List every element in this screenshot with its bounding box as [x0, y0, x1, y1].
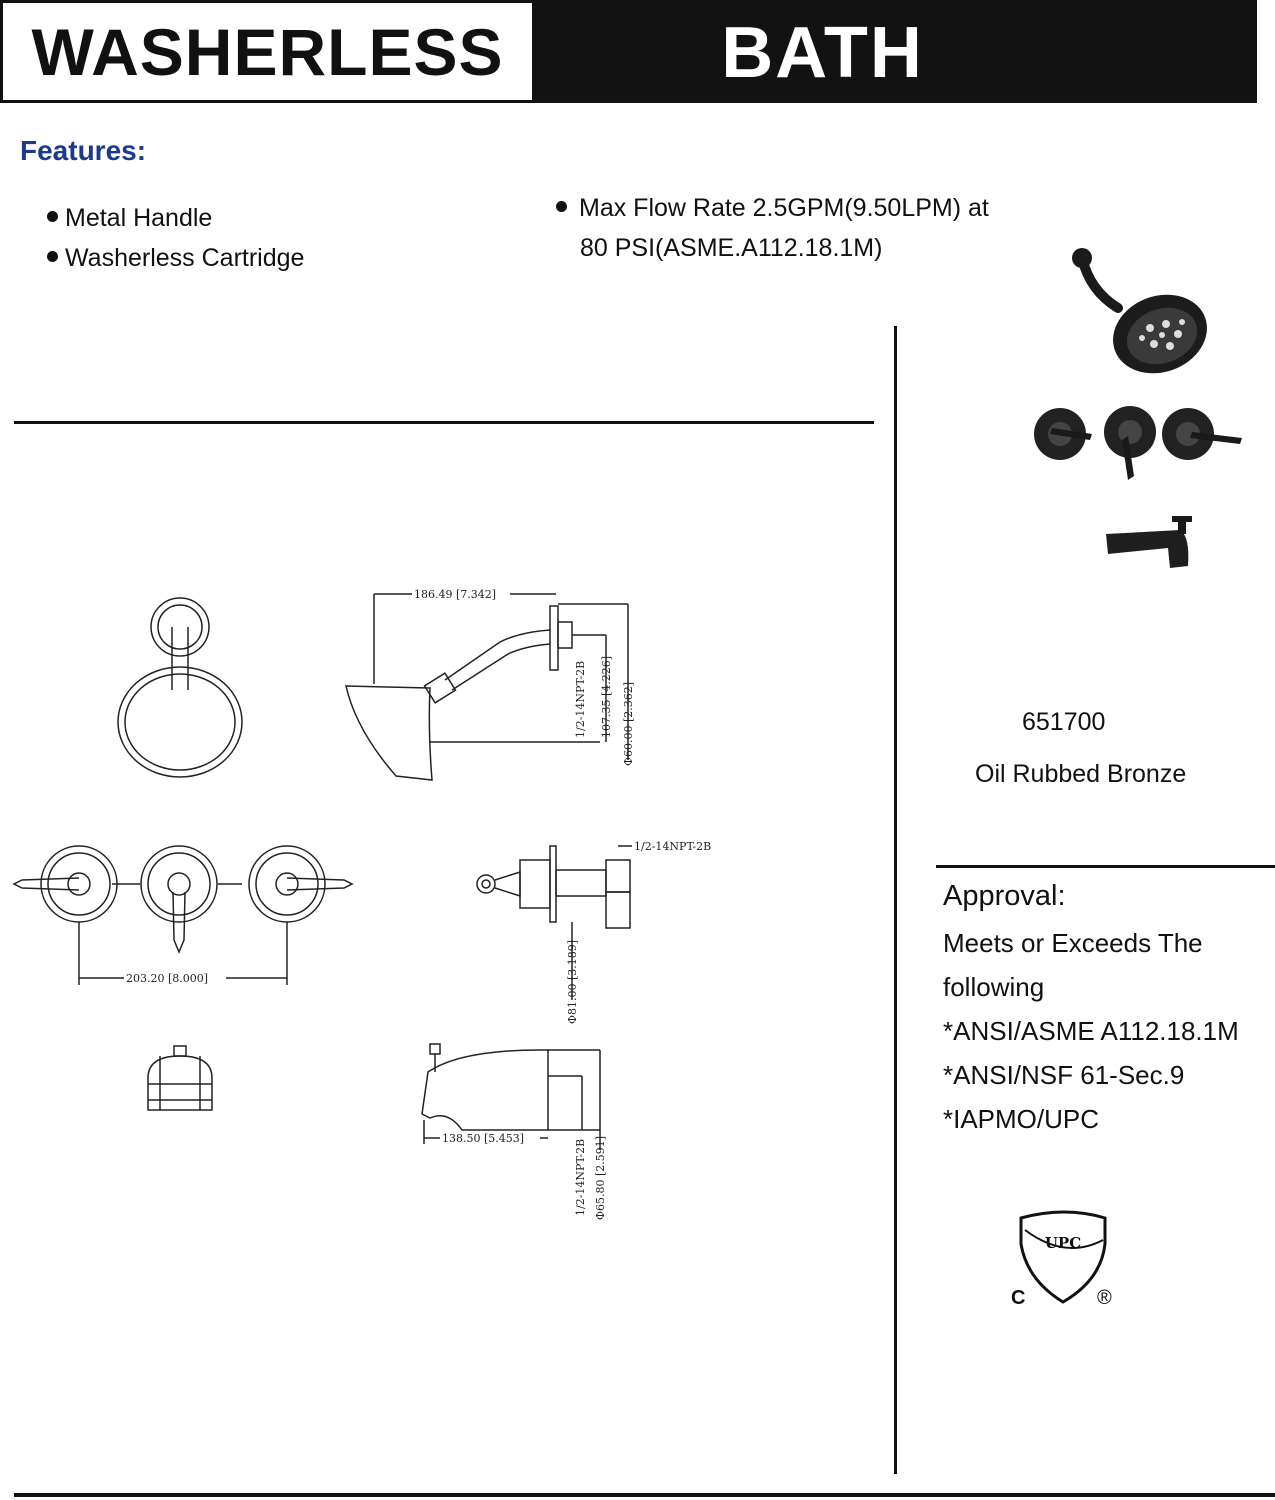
finish-name: Oil Rubbed Bronze	[975, 760, 1187, 788]
valve-front-view	[12, 845, 354, 985]
approval-line: *ANSI/ASME A112.18.1M	[943, 1016, 1239, 1046]
technical-drawing: 186.49 [7.342] 1/2-14NPT-2B 107.35 [4.22…	[12, 588, 711, 1220]
banner-left-box	[0, 0, 535, 103]
bullet-icon	[556, 200, 567, 212]
feature-item: Metal Handle	[47, 198, 212, 238]
features-heading: Features:	[20, 135, 147, 166]
bottom-divider	[14, 1493, 1275, 1497]
flow-rate-line-1: Max Flow Rate 2.5GPM(9.50LPM) at	[579, 194, 989, 222]
approval-divider	[936, 865, 1275, 868]
showerhead-front-view	[117, 597, 243, 778]
banner-right-box	[535, 0, 1257, 103]
dim-valve-spacing: 203.20 [8.000]	[126, 972, 208, 985]
handles-photo	[1034, 406, 1242, 480]
dim-showerhead-thread: 1/2-14NPT-2B	[574, 661, 587, 738]
feature-item-label: Washerless Cartridge	[65, 244, 305, 272]
approval-line: following	[943, 972, 1045, 1002]
showerhead-side-view	[345, 593, 629, 781]
feature-item: Washerless Cartridge	[47, 238, 304, 278]
dim-spout-flange: Φ65.80 [2.591]	[594, 1136, 607, 1220]
feature-flow-rate: Max Flow Rate 2.5GPM(9.50LPM) at	[556, 188, 989, 228]
showerhead-photo	[1072, 248, 1207, 374]
cupc-logo: UPC C ®	[1011, 1210, 1112, 1309]
bullet-icon	[47, 210, 58, 222]
approval-line: *IAPMO/UPC	[943, 1104, 1100, 1134]
vertical-divider	[894, 326, 897, 1474]
cupc-c-mark: C	[1011, 1287, 1025, 1309]
banner-right-title: BATH	[721, 13, 924, 93]
spout-front-view	[147, 1045, 213, 1111]
dim-spout-length: 138.50 [5.453]	[442, 1132, 524, 1145]
approval-line: *ANSI/NSF 61-Sec.9	[943, 1060, 1185, 1090]
cupc-shield-text: UPC	[1045, 1234, 1081, 1252]
spout-side-view	[421, 1043, 601, 1150]
cupc-registered-mark: ®	[1097, 1287, 1112, 1309]
feature-item-label: Metal Handle	[65, 204, 213, 232]
product-photo	[1034, 248, 1242, 568]
dim-valve-thread: 1/2-14NPT-2B	[634, 840, 711, 853]
approval-block: Approval: Meets or Exceeds The following…	[943, 880, 1239, 1141]
dim-showerhead-drop: 107.35 [4.226]	[600, 656, 613, 738]
bullet-icon	[47, 250, 58, 262]
flow-rate-line-2: 80 PSI(ASME.A112.18.1M)	[580, 234, 883, 262]
dim-showerhead-flange: Φ60.00 [2.362]	[622, 682, 635, 766]
model-number: 651700	[1022, 708, 1106, 736]
dim-showerhead-width: 186.49 [7.342]	[414, 588, 496, 601]
horizontal-divider	[14, 421, 874, 424]
dim-valve-flange: Φ81.00 [3.189]	[566, 940, 579, 1024]
valve-side-view	[476, 845, 632, 1000]
spout-photo	[1106, 516, 1192, 568]
dim-spout-thread: 1/2-14NPT-2B	[574, 1139, 587, 1216]
approval-heading: Approval:	[943, 880, 1066, 912]
approval-line: Meets or Exceeds The	[943, 928, 1203, 958]
banner-left-title: WASHERLESS	[31, 15, 504, 89]
